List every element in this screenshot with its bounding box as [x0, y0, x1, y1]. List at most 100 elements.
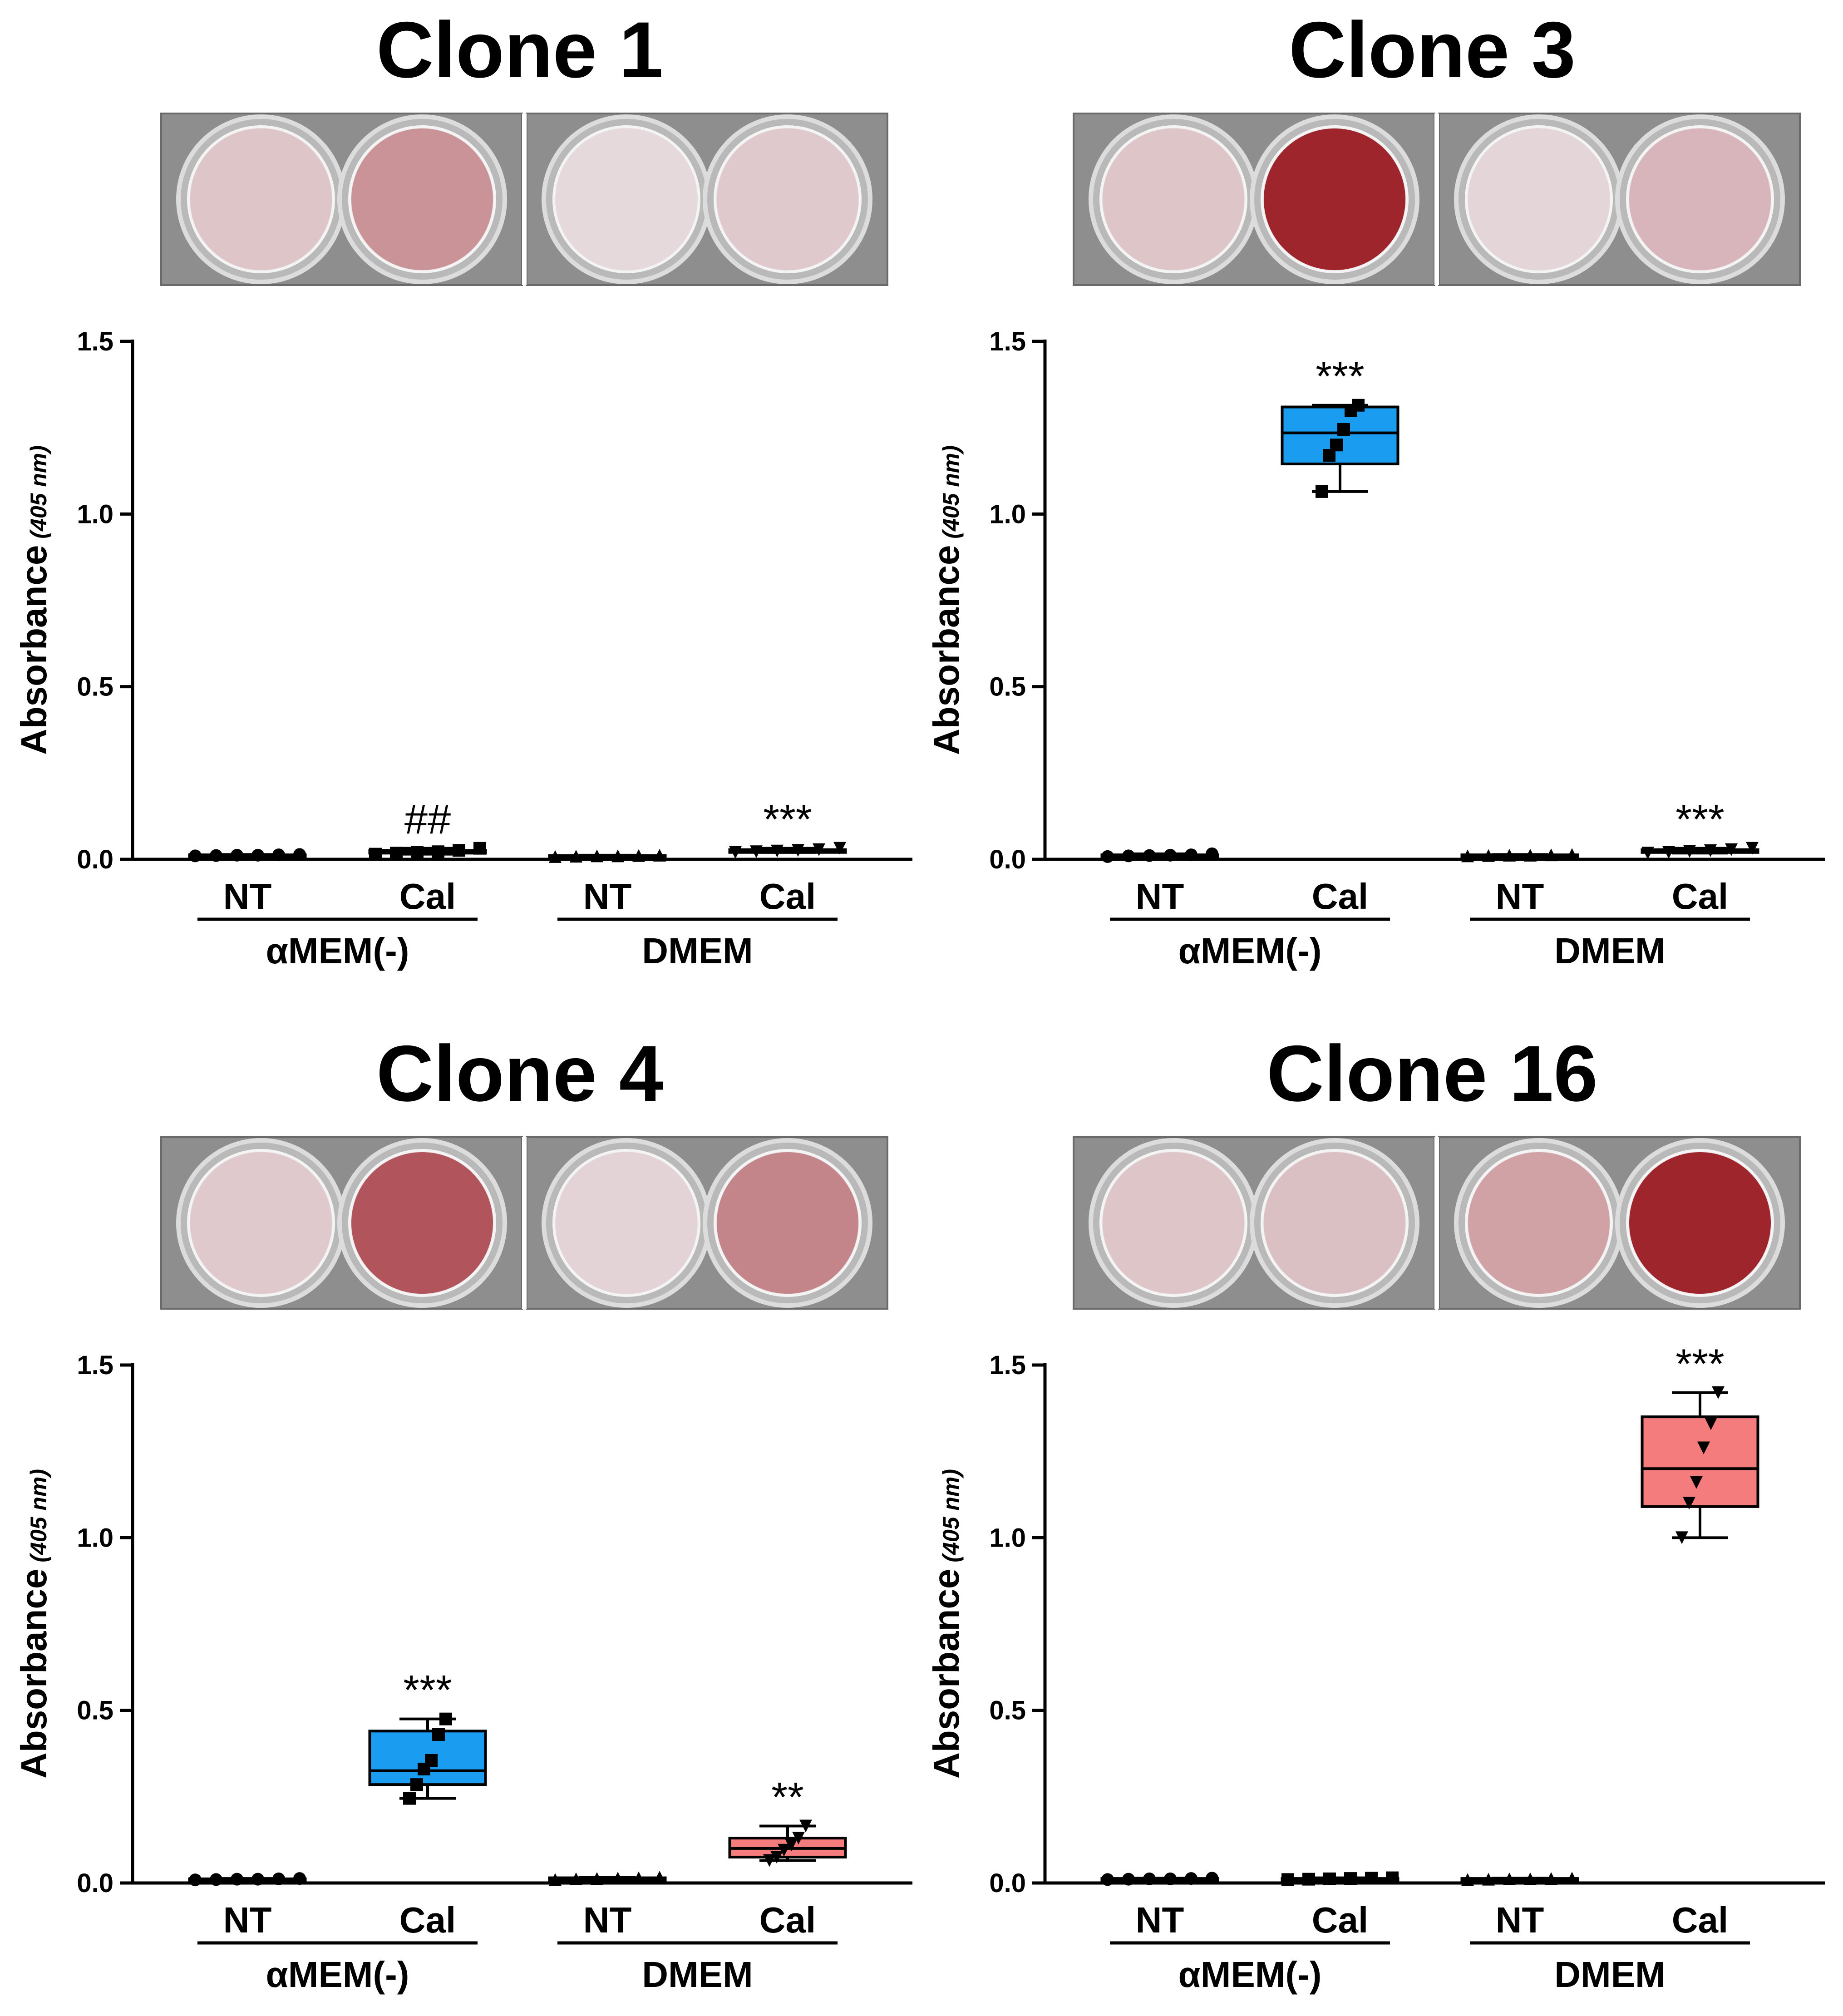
data-point: [1524, 1872, 1537, 1885]
x-tick-label: NT: [1136, 876, 1184, 917]
series-nt-dmem: [1460, 1872, 1579, 1886]
x-tick-label: Cal: [1672, 1900, 1729, 1940]
well-stain: [1468, 1152, 1610, 1294]
x-tick-label: NT: [1496, 1900, 1544, 1940]
x-tick-label: NT: [223, 876, 272, 917]
y-tick-label: 1.0: [989, 1523, 1026, 1553]
data-point: [1122, 1873, 1135, 1886]
data-point: [1524, 848, 1537, 862]
data-point: [763, 1854, 776, 1867]
well-floor: [714, 1149, 862, 1297]
data-point: [549, 1873, 562, 1886]
data-point: [813, 843, 825, 856]
well-stain: [190, 128, 332, 270]
data-point: [750, 845, 763, 858]
y-tick-label: 1.5: [77, 327, 113, 356]
y-axis: 0.00.51.01.5: [989, 1351, 1047, 1898]
data-point: [1566, 848, 1578, 861]
x-tick-label: Cal: [759, 876, 816, 917]
group-label: DMEM: [642, 931, 753, 971]
data-point: [1566, 1872, 1578, 1885]
data-point: [611, 1872, 624, 1885]
data-point: [1316, 485, 1328, 498]
data-point: [1482, 1873, 1495, 1886]
data-point: [785, 1839, 798, 1852]
group-label: DMEM: [1554, 931, 1665, 971]
x-tick-label: NT: [1496, 876, 1544, 917]
y-tick-label: 0.5: [77, 1696, 113, 1725]
data-point: [1352, 399, 1365, 412]
data-point: [439, 1712, 452, 1725]
data-point: [231, 848, 243, 862]
y-tick-label: 0.0: [77, 845, 113, 874]
y-axis-label-unit: (405 nm): [26, 445, 51, 539]
significance-label: ***: [1316, 354, 1364, 400]
data-point: [1704, 844, 1717, 857]
box: [1641, 1415, 1759, 1508]
chart-title: Clone 1: [376, 6, 663, 94]
data-point: [1461, 1873, 1474, 1886]
data-point: [792, 844, 804, 857]
data-point: [1143, 1872, 1156, 1885]
data-point: [1101, 1873, 1114, 1886]
data-point: [653, 1871, 666, 1884]
data-point: [611, 849, 624, 863]
data-point: [432, 1728, 445, 1741]
x-tick-label: Cal: [399, 876, 456, 917]
data-point: [210, 849, 222, 862]
data-point: [1725, 843, 1738, 856]
group-label: DMEM: [1554, 1954, 1665, 1995]
data-point: [425, 1754, 438, 1767]
well-floor: [1626, 125, 1774, 273]
y-tick-label: 1.5: [989, 1351, 1026, 1380]
data-point: [1675, 1531, 1688, 1544]
series-nt-dmem: [1460, 848, 1579, 863]
data-point: [1690, 1476, 1703, 1489]
data-point: [1164, 848, 1177, 862]
well-floor: [552, 1149, 700, 1297]
group-label: αMEM(-): [1178, 1954, 1322, 1995]
well-floor: [348, 125, 496, 273]
series-cal-dmem: ***: [1641, 797, 1759, 860]
series-cal-dmem: ***: [728, 797, 847, 859]
data-point: [770, 1850, 783, 1863]
data-point: [1323, 1872, 1336, 1885]
y-tick-label: 0.0: [989, 1868, 1026, 1898]
group-label: αMEM(-): [266, 931, 409, 971]
y-tick-label: 0.0: [77, 1868, 113, 1898]
y-axis: 0.00.51.01.5: [77, 1351, 134, 1898]
data-point: [778, 1843, 790, 1857]
data-point: [632, 849, 645, 862]
data-point: [1337, 423, 1350, 436]
series-cal-amem: ##: [368, 797, 487, 861]
series-cal-dmem: **: [728, 1774, 847, 1867]
well-stain: [1103, 1152, 1244, 1294]
series-cal-amem: ***: [1281, 354, 1399, 498]
y-tick-label: 1.5: [77, 1351, 113, 1380]
data-point: [570, 1872, 582, 1885]
plate-divider: [1434, 1137, 1439, 1309]
data-point: [1641, 847, 1654, 860]
data-point: [272, 848, 285, 862]
x-tick-label: Cal: [759, 1900, 816, 1940]
y-tick-label: 0.5: [989, 672, 1026, 702]
well-stain: [1264, 1152, 1405, 1294]
well-stain: [351, 1152, 493, 1294]
significance-label: ##: [404, 797, 451, 843]
data-point: [799, 1819, 812, 1833]
well-stain: [1468, 128, 1610, 270]
series-nt-amem: [1100, 1872, 1219, 1886]
well-floor: [714, 125, 862, 273]
well-stain: [1629, 128, 1771, 270]
x-tick-label: NT: [1136, 1900, 1184, 1940]
well-floor: [552, 125, 700, 273]
data-point: [729, 846, 742, 859]
series-cal-amem: ***: [368, 1667, 487, 1805]
